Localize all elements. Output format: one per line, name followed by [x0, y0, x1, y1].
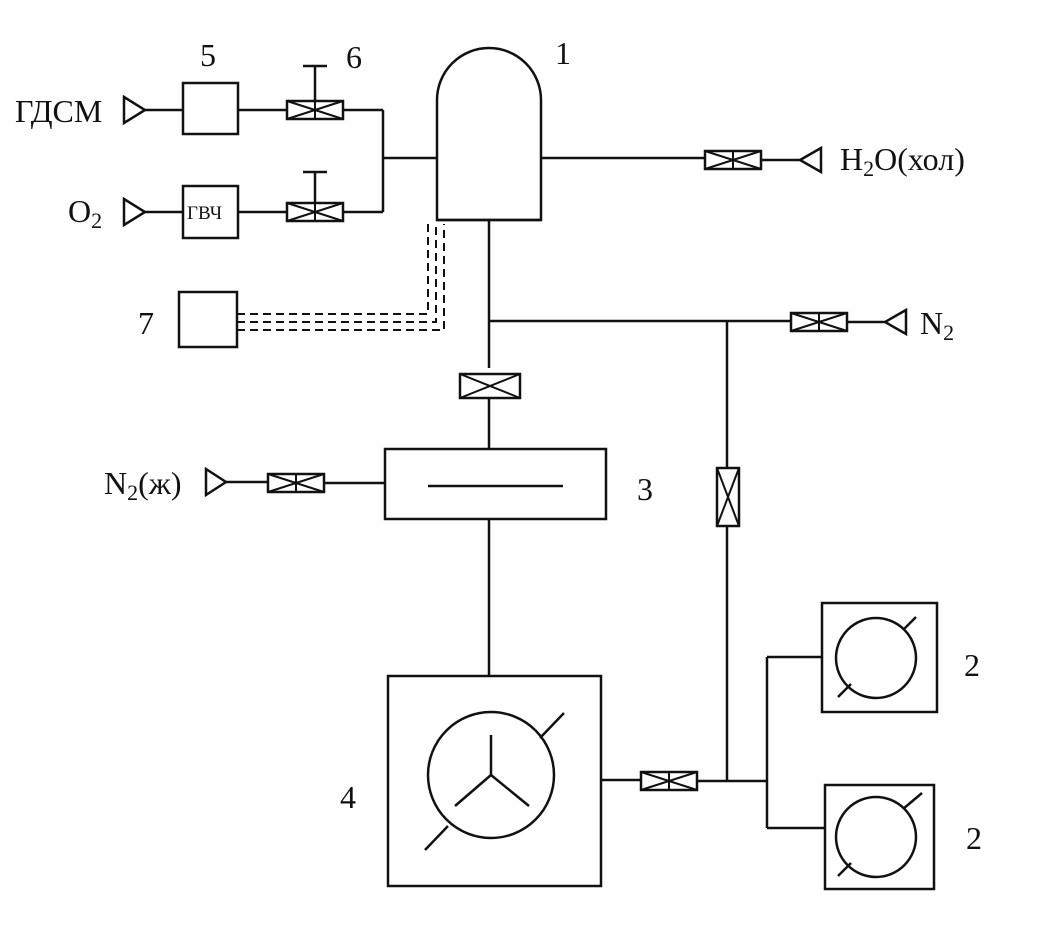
pump-2-top-rotor	[834, 616, 918, 700]
pump-4-tangent-1	[539, 712, 565, 739]
block-7	[177, 290, 239, 349]
liquid-n2-valve	[266, 472, 326, 494]
main-valve-cross-2	[459, 373, 521, 399]
water-valve	[703, 149, 763, 171]
label-4: 4	[340, 779, 356, 815]
block-gvch	[181, 184, 240, 240]
pump-2-top-tangent-1	[902, 616, 917, 631]
n2-label: N2	[920, 305, 954, 345]
liquid-n2-inlet-icon	[204, 466, 229, 498]
block-5	[181, 81, 240, 136]
label-7: 7	[138, 305, 154, 341]
probe-line-2	[237, 224, 437, 323]
bypass-valve-cross-2	[716, 467, 740, 527]
pump-2-bottom-tangent-2	[837, 862, 852, 877]
gvch-label: ГВЧ	[187, 203, 222, 224]
gdsm-inlet-icon	[122, 94, 148, 126]
pump-2-bottom-tangent-1	[902, 792, 923, 810]
label-5: 5	[200, 37, 216, 73]
n2-valve	[789, 311, 849, 333]
label-2-bottom: 2	[966, 820, 982, 856]
valve-6-top	[285, 64, 345, 121]
trap-3	[383, 447, 608, 521]
h2o-label: H2O(хол)	[840, 141, 965, 181]
o2-label: O2	[68, 193, 102, 233]
pump-2-top-tangent-2	[837, 683, 852, 698]
pump-4-blade-2	[454, 774, 492, 807]
probe-line-3	[237, 224, 445, 331]
probe-line-1	[237, 224, 429, 315]
valve-6-bottom	[285, 170, 345, 223]
chamber-1	[435, 46, 543, 222]
label-3: 3	[637, 471, 653, 507]
o2-inlet-icon	[122, 196, 148, 228]
label-2-top: 2	[964, 647, 980, 683]
forevac-valve	[639, 770, 699, 792]
n2-inlet-icon	[882, 307, 908, 337]
pump-4-tangent-2	[424, 825, 449, 851]
water-inlet-icon	[797, 145, 823, 175]
pump-2-bottom-rotor	[834, 795, 918, 879]
label-6: 6	[346, 39, 362, 75]
liquid-n2-label: N2(ж)	[104, 465, 182, 505]
gdsm-label: ГДСМ	[15, 93, 102, 129]
label-1: 1	[555, 35, 571, 71]
pump-4-blade-3	[490, 774, 530, 807]
